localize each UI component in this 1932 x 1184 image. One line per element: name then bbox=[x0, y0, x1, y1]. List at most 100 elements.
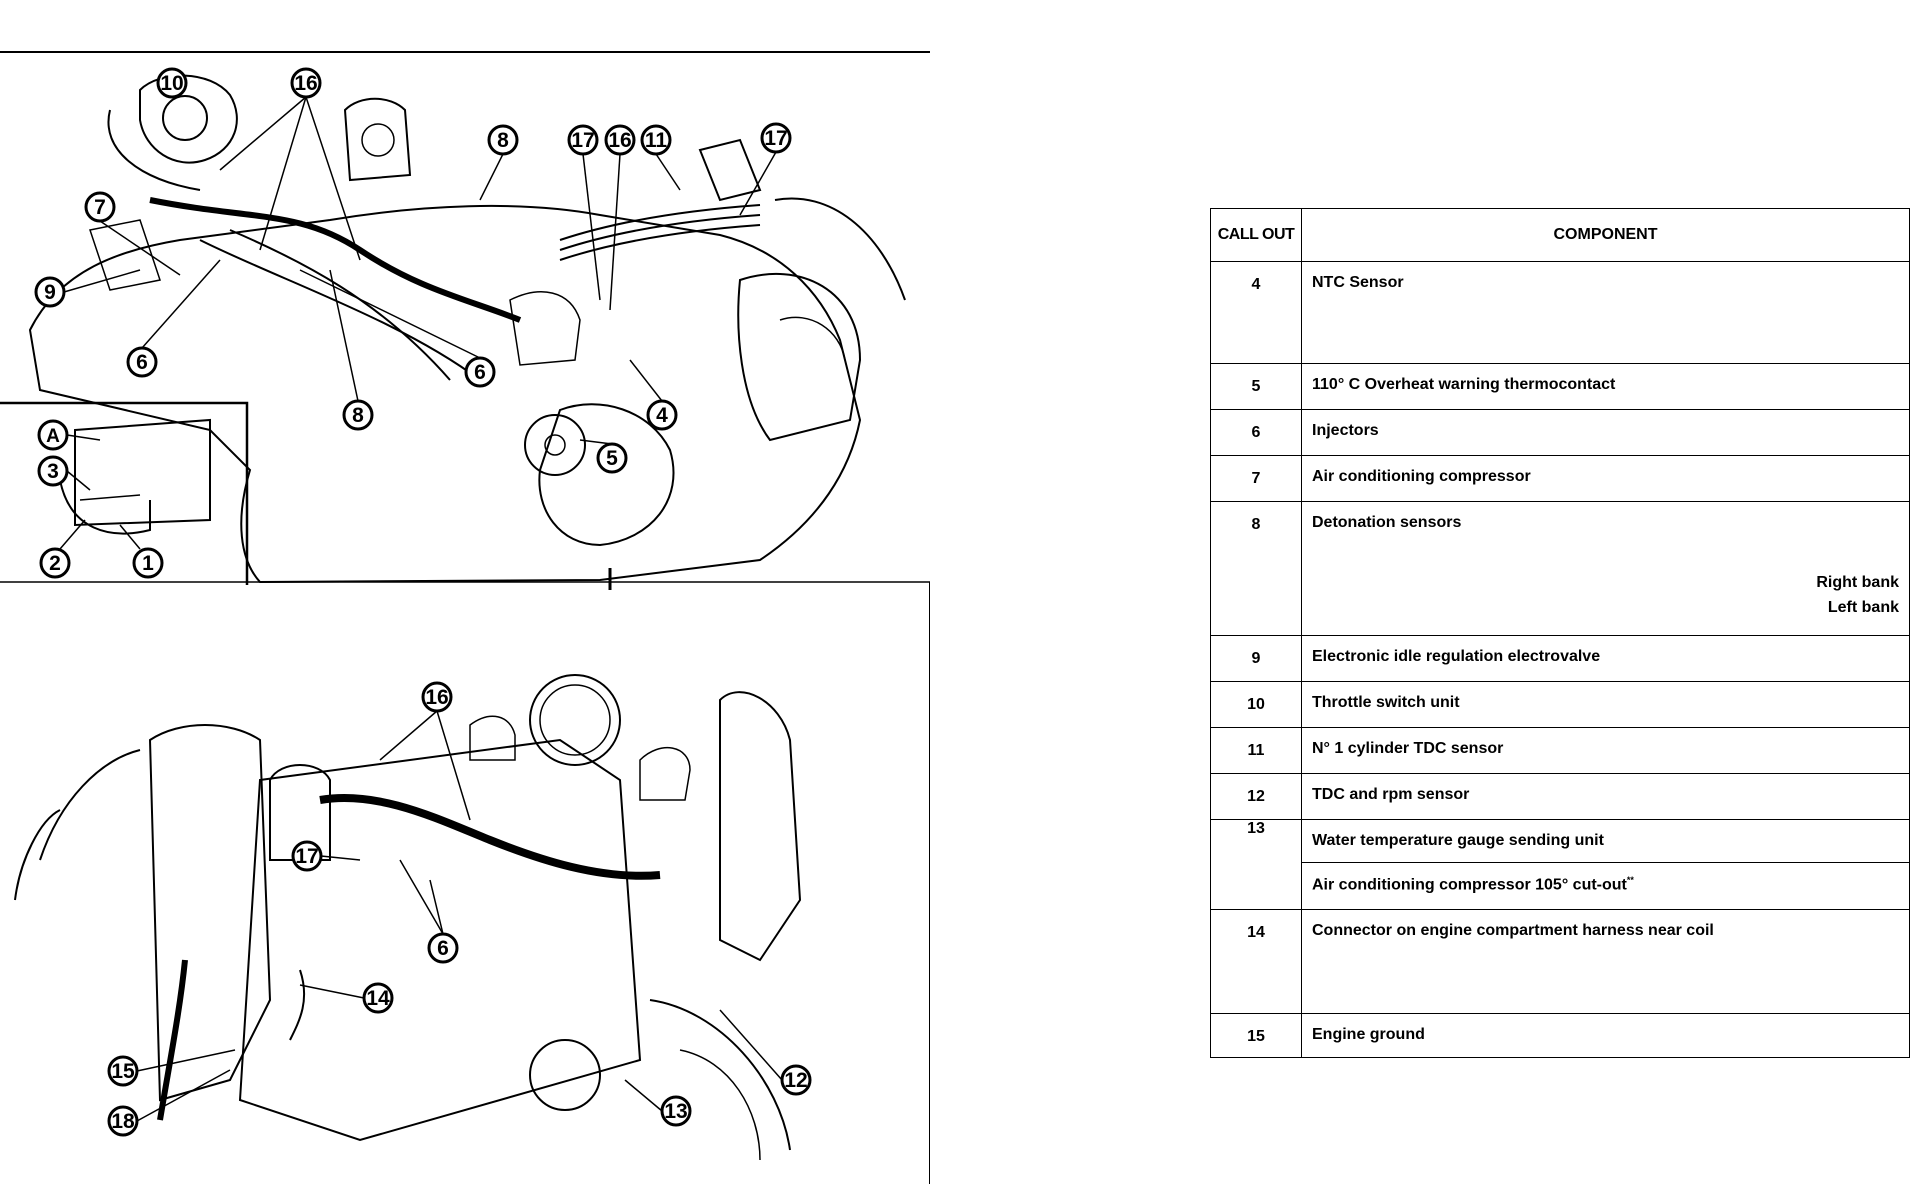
svg-text:10: 10 bbox=[160, 72, 183, 95]
table-row: 11 N° 1 cylinder TDC sensor bbox=[1210, 727, 1910, 774]
callout-6c: 6 bbox=[427, 932, 459, 964]
svg-text:9: 9 bbox=[44, 281, 56, 304]
table-row: 13 Water temperature gauge sending unit … bbox=[1210, 819, 1910, 910]
svg-text:8: 8 bbox=[497, 129, 509, 152]
callout-number: 8 bbox=[1210, 501, 1302, 636]
header-callout: CALL OUT bbox=[1210, 208, 1302, 262]
svg-text:A: A bbox=[46, 426, 60, 447]
right-bank-label: Right bank bbox=[1816, 574, 1899, 591]
component-name-text: Air conditioning compressor 105° cut-out bbox=[1312, 876, 1627, 894]
callout-8: 8 bbox=[487, 124, 519, 156]
engine-diagram: 10 16 8 17 16 11 17 7 9 6 6 8 4 5 A 3 2 … bbox=[0, 51, 930, 1184]
footnote-mark: ** bbox=[1626, 875, 1634, 885]
table-row: 4 NTC Sensor bbox=[1210, 261, 1910, 364]
callout-11: 11 bbox=[640, 124, 672, 156]
callout-8b: 8 bbox=[342, 399, 374, 431]
callout-15: 15 bbox=[107, 1055, 139, 1087]
svg-text:4: 4 bbox=[656, 404, 668, 427]
callout-number: 4 bbox=[1210, 261, 1302, 364]
callout-9: 9 bbox=[34, 276, 66, 308]
table-row: 9 Electronic idle regulation electrovalv… bbox=[1210, 635, 1910, 682]
table-row: 5 110° C Overheat warning thermocontact bbox=[1210, 363, 1910, 410]
callout-number: 11 bbox=[1210, 727, 1302, 774]
callout-14: 14 bbox=[362, 982, 394, 1014]
callout-7: 7 bbox=[84, 191, 116, 223]
callout-number: 10 bbox=[1210, 681, 1302, 728]
table-row: 7 Air conditioning compressor bbox=[1210, 455, 1910, 502]
callout-16: 16 bbox=[290, 67, 322, 99]
table-row: 12 TDC and rpm sensor bbox=[1210, 773, 1910, 820]
callout-3: 3 bbox=[37, 455, 69, 487]
svg-text:17: 17 bbox=[295, 845, 318, 868]
component-name: Detonation sensors bbox=[1312, 514, 1462, 531]
component-table: CALL OUT COMPONENT 4 NTC Sensor 5 110° C… bbox=[1210, 208, 1910, 1058]
component-name-secondary: Air conditioning compressor 105° cut-out… bbox=[1312, 863, 1899, 904]
lower-view bbox=[14, 582, 930, 1184]
callout-6b: 6 bbox=[464, 356, 496, 388]
component-name: Throttle switch unit bbox=[1301, 681, 1910, 728]
callout-number: 13 bbox=[1210, 819, 1302, 910]
svg-text:11: 11 bbox=[645, 129, 668, 152]
callout-1: 1 bbox=[132, 547, 164, 579]
callout-17: 17 bbox=[567, 124, 599, 156]
svg-text:1: 1 bbox=[142, 552, 154, 575]
callout-A: A bbox=[37, 419, 69, 451]
callout-number: 14 bbox=[1210, 909, 1302, 1014]
callout-number: 9 bbox=[1210, 635, 1302, 682]
callout-2: 2 bbox=[39, 547, 71, 579]
callout-number: 15 bbox=[1210, 1013, 1302, 1058]
callout-4: 4 bbox=[646, 399, 678, 431]
component-name: TDC and rpm sensor bbox=[1301, 773, 1910, 820]
callout-17c: 17 bbox=[291, 840, 323, 872]
svg-text:7: 7 bbox=[94, 196, 106, 219]
callout-number: 7 bbox=[1210, 455, 1302, 502]
svg-text:15: 15 bbox=[111, 1060, 135, 1083]
callout-number: 6 bbox=[1210, 409, 1302, 456]
callout-12: 12 bbox=[780, 1064, 812, 1096]
bank-labels: Right bank Left bank bbox=[1312, 570, 1899, 620]
upper-view bbox=[0, 51, 930, 590]
svg-text:2: 2 bbox=[49, 552, 61, 575]
callout-5: 5 bbox=[596, 442, 628, 474]
component-name: NTC Sensor bbox=[1301, 261, 1910, 364]
svg-text:16: 16 bbox=[294, 72, 317, 95]
callouts-upper: 10 16 8 17 16 11 17 7 9 6 6 8 4 5 A 3 2 … bbox=[34, 67, 792, 579]
table-row: 15 Engine ground bbox=[1210, 1013, 1910, 1058]
callout-16b: 16 bbox=[604, 124, 636, 156]
component-name: N° 1 cylinder TDC sensor bbox=[1301, 727, 1910, 774]
svg-text:8: 8 bbox=[352, 404, 364, 427]
component-name: Injectors bbox=[1301, 409, 1910, 456]
header-component: COMPONENT bbox=[1301, 208, 1910, 262]
callout-17b: 17 bbox=[760, 122, 792, 154]
table-header-row: CALL OUT COMPONENT bbox=[1210, 208, 1910, 262]
component-name: Connector on engine compartment harness … bbox=[1301, 909, 1910, 1014]
component-name: Electronic idle regulation electrovalve bbox=[1301, 635, 1910, 682]
svg-text:17: 17 bbox=[764, 127, 787, 150]
callout-6: 6 bbox=[126, 346, 158, 378]
callout-18: 18 bbox=[107, 1105, 139, 1137]
svg-text:12: 12 bbox=[784, 1069, 807, 1092]
svg-text:5: 5 bbox=[606, 447, 618, 470]
table-row: 8 Detonation sensors Right bank Left ban… bbox=[1210, 501, 1910, 636]
callout-number: 12 bbox=[1210, 773, 1302, 820]
svg-text:17: 17 bbox=[571, 129, 594, 152]
svg-text:16: 16 bbox=[425, 686, 448, 709]
table-row: 10 Throttle switch unit bbox=[1210, 681, 1910, 728]
callout-number: 5 bbox=[1210, 363, 1302, 410]
table-row: 14 Connector on engine compartment harne… bbox=[1210, 909, 1910, 1014]
svg-text:6: 6 bbox=[474, 361, 486, 384]
component-cell: Detonation sensors Right bank Left bank bbox=[1301, 501, 1910, 636]
svg-text:3: 3 bbox=[47, 460, 59, 483]
svg-text:6: 6 bbox=[437, 937, 449, 960]
svg-text:14: 14 bbox=[366, 987, 390, 1010]
component-name: Engine ground bbox=[1301, 1013, 1910, 1058]
svg-text:6: 6 bbox=[136, 351, 148, 374]
table-row: 6 Injectors bbox=[1210, 409, 1910, 456]
svg-text:18: 18 bbox=[111, 1110, 135, 1133]
component-name: 110° C Overheat warning thermocontact bbox=[1301, 363, 1910, 410]
left-bank-label: Left bank bbox=[1827, 599, 1899, 616]
callout-10: 10 bbox=[156, 67, 188, 99]
svg-text:16: 16 bbox=[608, 129, 631, 152]
callout-13: 13 bbox=[660, 1095, 692, 1127]
component-cell: Water temperature gauge sending unit Air… bbox=[1301, 819, 1910, 910]
